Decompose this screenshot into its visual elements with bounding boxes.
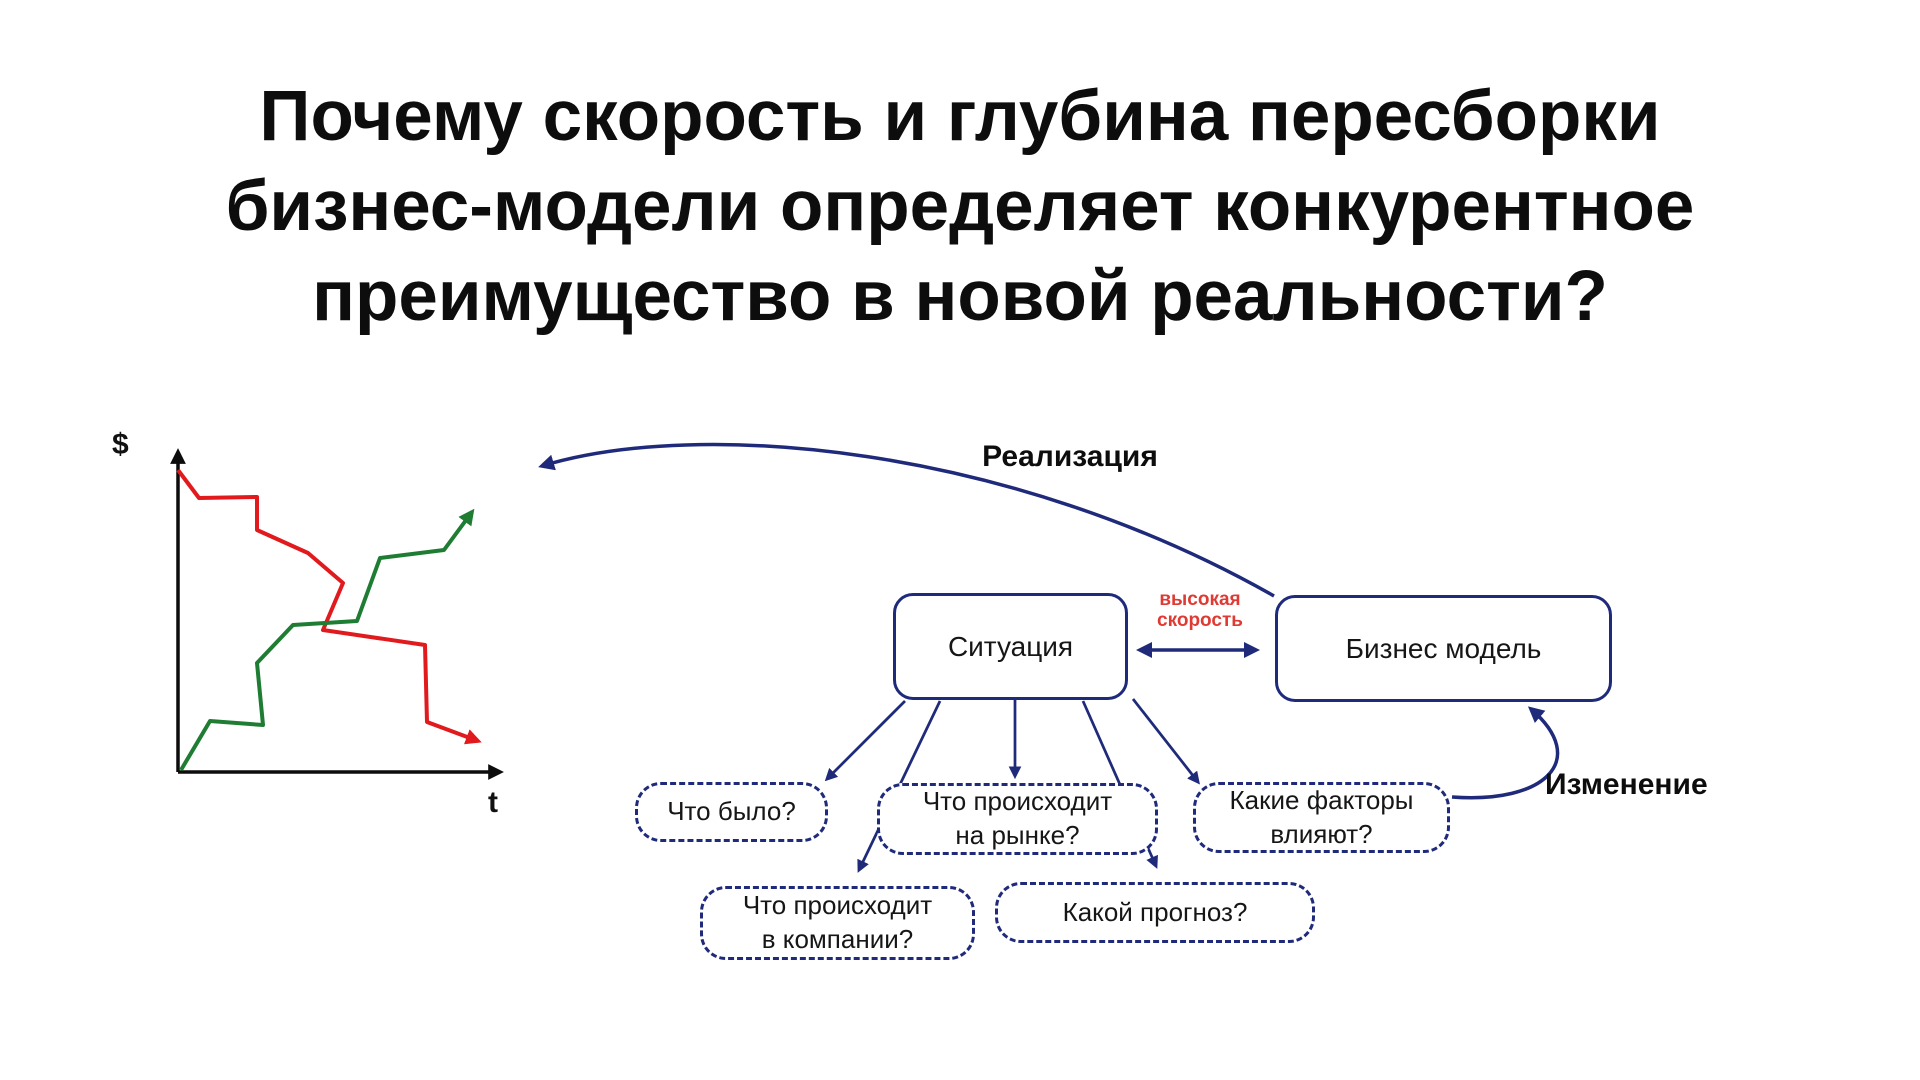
change-label: Изменение — [1545, 768, 1708, 801]
question-box-market-text: Что происходит — [922, 786, 1113, 817]
high-speed-label-line-2: скорость — [1157, 610, 1243, 632]
question-box-factors: Какие факторы влияют? — [1193, 782, 1450, 853]
slide-title-line-2: бизнес-модели определяет конкурентное — [225, 167, 1695, 246]
arrow-to-factors — [1131, 698, 1200, 785]
rising-trend-line — [179, 508, 475, 772]
question-box-what-was: Что было? — [635, 782, 828, 842]
question-box-company-text-2: в компании? — [761, 924, 914, 954]
question-box-factors-text-2: влияют? — [1270, 818, 1373, 849]
change-arrow — [1451, 706, 1560, 800]
question-box-what-was-text: Что было? — [667, 796, 796, 827]
question-box-company: Что происходит в компании? — [700, 886, 975, 960]
question-box-forecast-text: Какой прогноз? — [1062, 896, 1248, 927]
trend-chart — [170, 448, 504, 780]
high-speed-label: высокая скорость — [1140, 589, 1260, 632]
chart-y-axis-label: $ — [112, 428, 129, 461]
question-box-forecast: Какой прогноз? — [995, 882, 1315, 943]
arrow-to-what-was — [824, 700, 906, 782]
declining-trend-line — [176, 468, 482, 745]
question-box-market-text-2: на рынке? — [955, 820, 1080, 850]
business-model-box: Бизнес модель — [1275, 595, 1612, 702]
question-box-company-text: Что происходит — [742, 890, 933, 921]
slide-title-line-3: преимущество в новой реальности? — [312, 257, 1608, 336]
situation-box: Ситуация — [893, 593, 1128, 700]
business-model-box-label: Бизнес модель — [1345, 632, 1542, 664]
question-box-factors-text: Какие факторы — [1229, 784, 1414, 815]
slide-title: Почему скорость и глубина пересборки биз… — [0, 72, 1920, 342]
situation-box-label: Ситуация — [947, 630, 1074, 662]
chart-x-axis-label: t — [488, 786, 498, 819]
realization-arrow — [538, 442, 1275, 598]
slide-title-line-1: Почему скорость и глубина пересборки — [259, 77, 1661, 156]
question-box-market: Что происходит на рынке? — [877, 783, 1158, 855]
realization-label: Реализация — [982, 440, 1158, 473]
high-speed-label-line-1: высокая — [1159, 589, 1241, 610]
